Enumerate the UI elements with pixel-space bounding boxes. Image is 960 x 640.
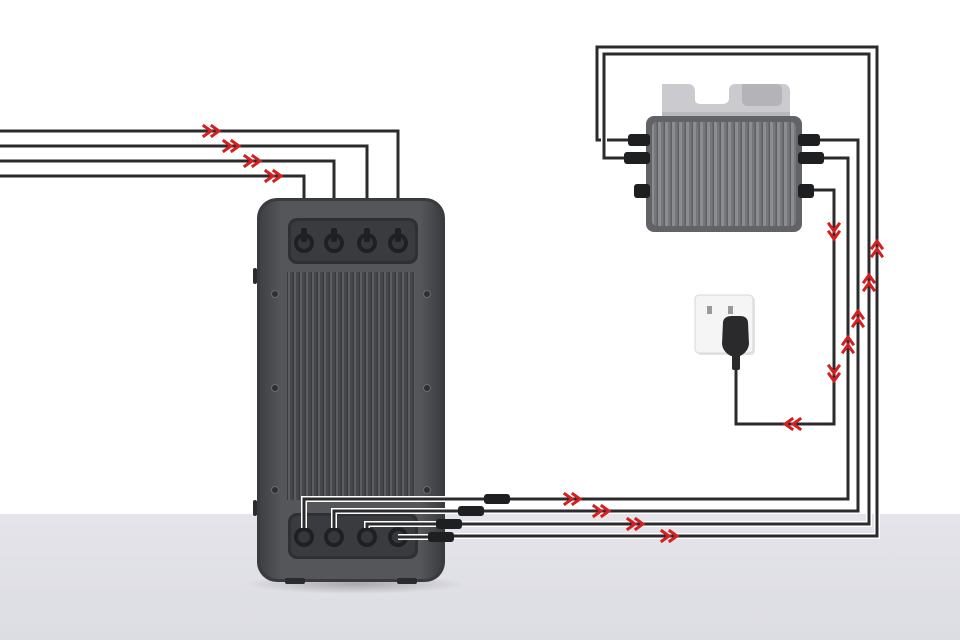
double-chevron-arrow-icon xyxy=(242,153,255,169)
inline-connector-2 xyxy=(458,506,484,516)
double-chevron-arrow-icon xyxy=(633,516,646,532)
double-chevron-arrow-icon xyxy=(861,272,877,285)
output-cable-3 xyxy=(365,522,450,528)
flow-arrow-loop-up-2 xyxy=(861,272,877,293)
double-chevron-arrow-icon xyxy=(826,363,842,376)
flow-arrow-input-4 xyxy=(263,168,284,184)
ac-cable xyxy=(734,188,836,426)
inline-connector-3 xyxy=(436,519,462,529)
output-connector-1 xyxy=(294,527,314,547)
input-connector-3 xyxy=(357,228,377,253)
double-chevron-arrow-icon xyxy=(869,246,885,259)
input-connector-1 xyxy=(294,228,314,253)
riser-cable-1 xyxy=(440,138,860,513)
double-chevron-arrow-icon xyxy=(570,491,583,507)
inverter-loop-cables xyxy=(440,44,880,539)
inline-connector-1 xyxy=(484,494,510,504)
inline-connector-4 xyxy=(428,532,454,542)
double-chevron-arrow-icon xyxy=(263,168,276,184)
battery-storage-unit-icon xyxy=(245,198,465,594)
double-chevron-arrow-icon xyxy=(599,503,612,519)
input-connector-4 xyxy=(388,228,408,253)
double-chevron-arrow-icon xyxy=(826,229,842,242)
output-cable-2 xyxy=(332,509,470,528)
double-chevron-arrow-icon xyxy=(667,528,680,544)
output-connector-3 xyxy=(357,527,377,547)
double-chevron-arrow-icon xyxy=(826,371,842,384)
flow-arrow-ac-down-2 xyxy=(826,363,842,384)
output-cable-1 xyxy=(302,497,500,528)
flow-arrow-output-2 xyxy=(591,503,612,519)
double-chevron-arrow-icon xyxy=(625,516,638,532)
double-chevron-arrow-icon xyxy=(591,503,604,519)
flow-arrow-to-socket xyxy=(782,416,803,432)
flow-arrow-input-2 xyxy=(221,138,242,154)
input-connector-2 xyxy=(324,228,344,253)
flow-arrow-loop-up-3 xyxy=(850,308,866,329)
flow-arrow-loop-up-4 xyxy=(840,334,856,355)
double-chevron-arrow-icon xyxy=(782,416,795,432)
flow-arrow-output-3 xyxy=(625,516,646,532)
flow-arrow-ac-down-1 xyxy=(826,221,842,242)
double-chevron-arrow-icon xyxy=(221,138,234,154)
bottom-output-cables xyxy=(301,494,510,542)
double-chevron-arrow-icon xyxy=(850,308,866,321)
double-chevron-arrow-icon xyxy=(229,138,242,154)
double-chevron-arrow-icon xyxy=(659,528,672,544)
power-plug-icon xyxy=(722,316,749,370)
double-chevron-arrow-icon xyxy=(271,168,284,184)
double-chevron-arrow-icon xyxy=(840,334,856,347)
double-chevron-arrow-icon xyxy=(826,221,842,234)
loop-cable-inner xyxy=(440,52,871,526)
output-connector-2 xyxy=(324,527,344,547)
double-chevron-arrow-icon xyxy=(861,280,877,293)
double-chevron-arrow-icon xyxy=(850,316,866,329)
floor xyxy=(0,514,960,640)
flow-arrow-output-1 xyxy=(562,491,583,507)
flow-arrow-input-3 xyxy=(242,153,263,169)
double-chevron-arrow-icon xyxy=(790,416,803,432)
flow-arrow-output-4 xyxy=(659,528,680,544)
double-chevron-arrow-icon xyxy=(562,491,575,507)
cooling-fins xyxy=(287,272,415,500)
double-chevron-arrow-icon xyxy=(250,153,263,169)
top-input-connectors xyxy=(294,228,408,253)
double-chevron-arrow-icon xyxy=(869,238,885,251)
flow-arrow-input-1 xyxy=(201,123,222,139)
inverter-fins xyxy=(652,122,796,226)
microinverter-icon xyxy=(624,84,824,232)
double-chevron-arrow-icon xyxy=(840,342,856,355)
double-chevron-arrow-icon xyxy=(201,123,214,139)
flow-arrow-loop-up-1 xyxy=(869,238,885,259)
double-chevron-arrow-icon xyxy=(209,123,222,139)
